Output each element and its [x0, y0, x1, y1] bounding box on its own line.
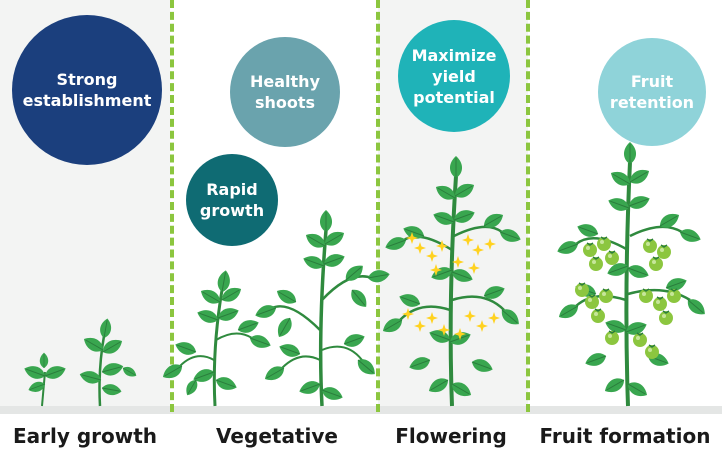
- healthy-shoots-text: Healthy shoots: [250, 72, 320, 112]
- fruiting-plant: [554, 141, 710, 407]
- plant-illustrations: [21, 141, 710, 407]
- maximize-yield-bubble: Maximize yield potential: [398, 20, 510, 132]
- stage-label-vegetative: Vegetative: [216, 424, 338, 448]
- strong-establishment-text: Strong establishment: [22, 70, 152, 110]
- vegetative-plant-large: [252, 209, 392, 407]
- rapid-growth-bubble: Rapid growth: [186, 154, 278, 246]
- stage-label-flowering: Flowering: [395, 424, 507, 448]
- seedling-small: [21, 352, 69, 407]
- maximize-yield-text: Maximize yield potential: [411, 45, 497, 107]
- fruit-retention-text: Fruit retention: [609, 72, 695, 112]
- stage-divider-3: [526, 0, 530, 412]
- stage-divider-1: [170, 0, 174, 412]
- healthy-shoots-bubble: Healthy shoots: [230, 37, 340, 147]
- stage-label-fruit-formation: Fruit formation: [539, 424, 711, 448]
- fruit-retention-bubble: Fruit retention: [598, 38, 706, 146]
- stage-divider-2: [376, 0, 380, 412]
- seedling-medium: [77, 317, 139, 407]
- strong-establishment-bubble: Strong establishment: [12, 15, 162, 165]
- flowering-plant: [379, 155, 524, 407]
- ground-line: [0, 406, 722, 414]
- stage-label-early-growth: Early growth: [12, 424, 158, 448]
- rapid-growth-text: Rapid growth: [199, 180, 265, 220]
- vegetative-plant-small: [159, 268, 274, 407]
